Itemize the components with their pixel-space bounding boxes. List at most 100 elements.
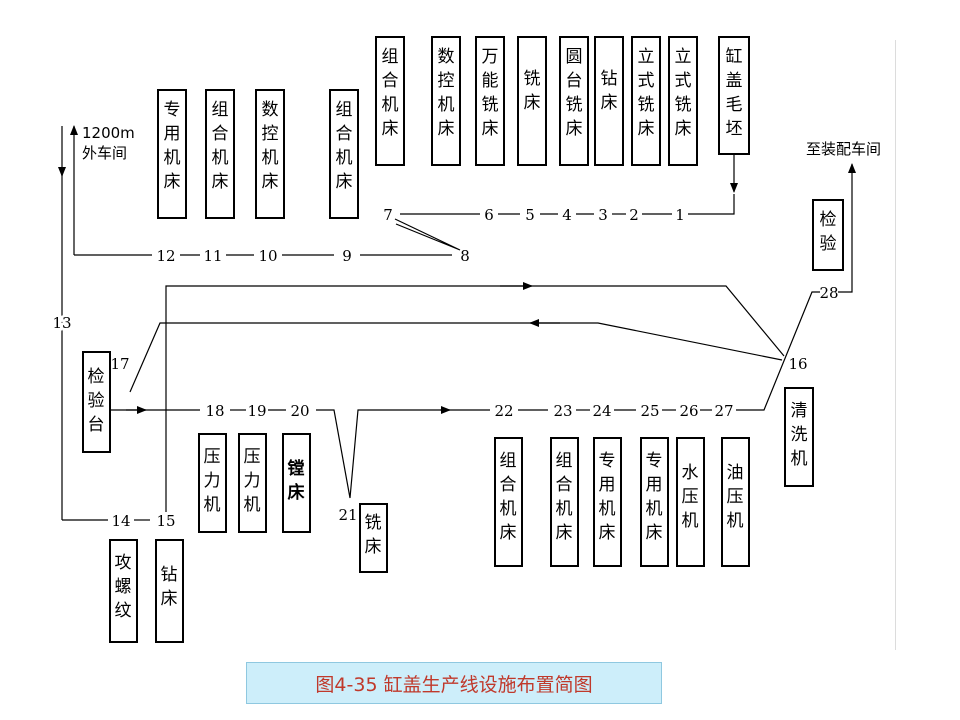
station-7: 7 [383,206,393,224]
flow-20-21-22 [316,409,490,499]
machine-12-label: 专用机床 [164,100,181,192]
machine-11: 组合机床 [205,89,235,219]
machine-4-label: 圆台铣床 [566,47,583,139]
machine-6: 万能铣床 [475,36,505,166]
machine-25-label: 专用机床 [646,451,663,543]
machine-20: 镗床 [282,433,311,533]
machine-15: 钻床 [155,539,184,643]
station-27: 27 [714,402,733,420]
station-23: 23 [553,402,572,420]
machine-27-label: 油压机 [727,463,744,531]
machine-9: 组合机床 [329,89,359,219]
station-12: 12 [156,247,175,265]
flow-27-28 [736,291,820,411]
station-6: 6 [484,206,494,224]
machine-19: 压力机 [238,433,267,533]
machine-22: 组合机床 [494,437,523,567]
station-4: 4 [562,206,572,224]
station-5: 5 [525,206,535,224]
station-3: 3 [598,206,608,224]
station-24: 24 [592,402,611,420]
machine-6-label: 万能铣床 [482,47,499,139]
machine-7: 数控机床 [431,36,461,166]
machine-25: 专用机床 [640,437,669,567]
flow-28-assembly [838,163,856,293]
flow-lines [58,125,856,521]
station-26: 26 [679,402,698,420]
flow-7-8 [394,218,461,251]
station-20: 20 [290,402,309,420]
machine-24: 专用机床 [593,437,622,567]
flow-15-16 [165,285,785,512]
station-19: 19 [247,402,266,420]
machine-4: 圆台铣床 [559,36,589,166]
outside-workshop-label: 外车间 [82,144,127,162]
station-13: 13 [52,314,71,332]
machine-5: 铣床 [517,36,547,166]
machine-7-label: 数控机床 [438,47,455,139]
station-8: 8 [460,247,470,265]
machine-20-label: 镗床 [288,458,306,503]
machine-26: 水压机 [676,437,705,567]
machine-23: 组合机床 [550,437,579,567]
station-11: 11 [203,247,222,265]
machine-15-label: 钻床 [161,565,178,609]
machine-17-label: 检验台 [88,367,105,435]
station-15: 15 [156,512,175,530]
machine-22-label: 组合机床 [500,451,517,543]
machine-24-label: 专用机床 [599,451,616,543]
blank-box: 缸盖毛坯 [718,36,750,155]
station-28: 28 [819,284,838,302]
flow-1-up [688,194,735,215]
machine-16: 清洗机 [784,387,814,487]
machine-8-label: 组合机床 [382,47,399,139]
figure-caption: 图4-35 缸盖生产线设施布置简图 [246,662,662,704]
machine-28: 检验 [812,199,844,271]
machine-19-label: 压力机 [244,447,261,515]
machine-10-label: 数控机床 [262,100,279,192]
machine-14-label: 攻螺纹 [115,553,132,621]
station-14: 14 [111,512,130,530]
station-9: 9 [342,247,352,265]
station-numbers: 1 2 3 4 5 6 7 8 9 10 11 12 13 14 15 16 1… [50,206,839,533]
machine-12: 专用机床 [157,89,187,219]
station-17: 17 [110,355,129,373]
machine-16-label: 清洗机 [791,401,808,469]
machine-2: 立式铣床 [631,36,661,166]
machine-3-label: 钻床 [601,69,618,113]
station-22: 22 [494,402,513,420]
machine-5-label: 铣床 [524,69,541,113]
station-18: 18 [205,402,224,420]
station-1: 1 [675,206,685,224]
machine-14: 攻螺纹 [109,539,138,643]
machine-1: 立式铣床 [668,36,698,166]
outside-workshop-distance: 1200m [82,124,135,142]
flow-16-17 [129,322,783,393]
machine-9-label: 组合机床 [336,100,353,192]
machine-28-label: 检验 [820,210,837,254]
machine-26-label: 水压机 [682,463,699,531]
station-21: 21 [338,506,357,524]
machine-10: 数控机床 [255,89,285,219]
machine-1-label: 立式铣床 [675,47,692,139]
station-2: 2 [629,206,639,224]
machine-21: 铣床 [359,503,388,573]
to-assembly-label: 至装配车间 [806,140,881,158]
slide-edge-line [895,40,896,650]
machine-8: 组合机床 [375,36,405,166]
machine-17: 检验台 [82,351,111,453]
machine-23-label: 组合机床 [556,451,573,543]
blank-label: 缸盖毛坯 [726,46,743,139]
machine-11-label: 组合机床 [212,100,229,192]
machine-2-label: 立式铣床 [638,47,655,139]
machine-boxes: 组合机床 数控机床 万能铣床 铣床 圆台铣床 钻床 [82,36,844,643]
machine-18: 压力机 [198,433,227,533]
station-25: 25 [640,402,659,420]
station-16: 16 [788,355,807,373]
machine-3: 钻床 [594,36,624,166]
station-10: 10 [258,247,277,265]
machine-27: 油压机 [721,437,750,567]
machine-21-label: 铣床 [365,513,382,557]
